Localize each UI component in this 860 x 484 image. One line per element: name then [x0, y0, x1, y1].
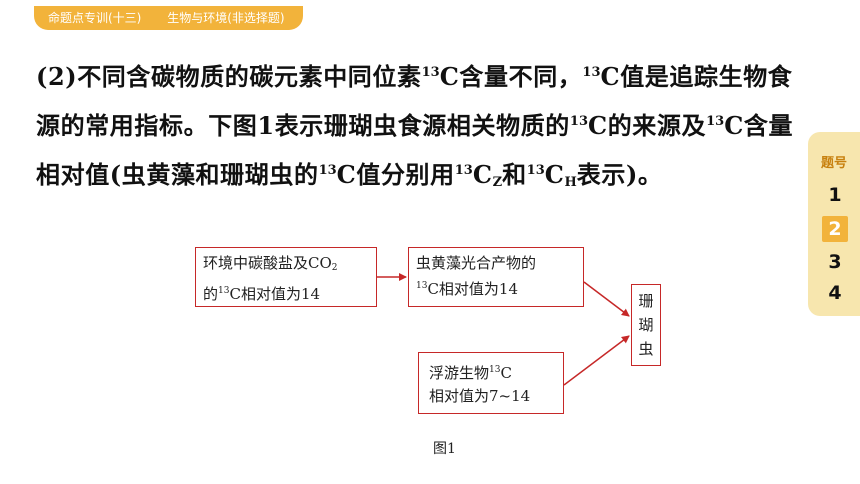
figure-caption: 图1	[433, 441, 456, 457]
nav-title: 题号	[820, 156, 847, 171]
box-zooxanthellae-product: 虫黄藻光合产物的 13C相对值为14	[408, 247, 584, 307]
box-plankton: 浮游生物13C 相对值为7~14	[418, 352, 564, 414]
nav-item-4[interactable]: 4	[828, 282, 842, 304]
question-text: (2)不同含碳物质的碳元素中同位素13C含量不同，13C值是追踪生物食源的常用指…	[36, 62, 794, 190]
section-tab: 命题点专训(十三) 生物与环境(非选择题)	[34, 6, 303, 30]
question-number-nav: 题号 1 2 3 4	[808, 132, 860, 316]
arrow-plankton-to-coral	[563, 335, 630, 386]
nav-item-3[interactable]: 3	[828, 251, 842, 273]
arrow-zoox-to-coral	[583, 281, 630, 317]
topic-title: 生物与环境(非选择题)	[167, 11, 285, 25]
nav-item-2[interactable]: 2	[822, 216, 848, 242]
box-coral-polyp: 珊 瑚 虫	[631, 284, 661, 366]
box-environment-carbonate: 环境中碳酸盐及CO2 的13C相对值为14	[195, 247, 377, 307]
nav-item-1[interactable]: 1	[828, 184, 842, 206]
section-title: 命题点专训(十三)	[48, 11, 142, 25]
top-header-bar: 命题点专训(十三) 生物与环境(非选择题)	[0, 0, 860, 34]
